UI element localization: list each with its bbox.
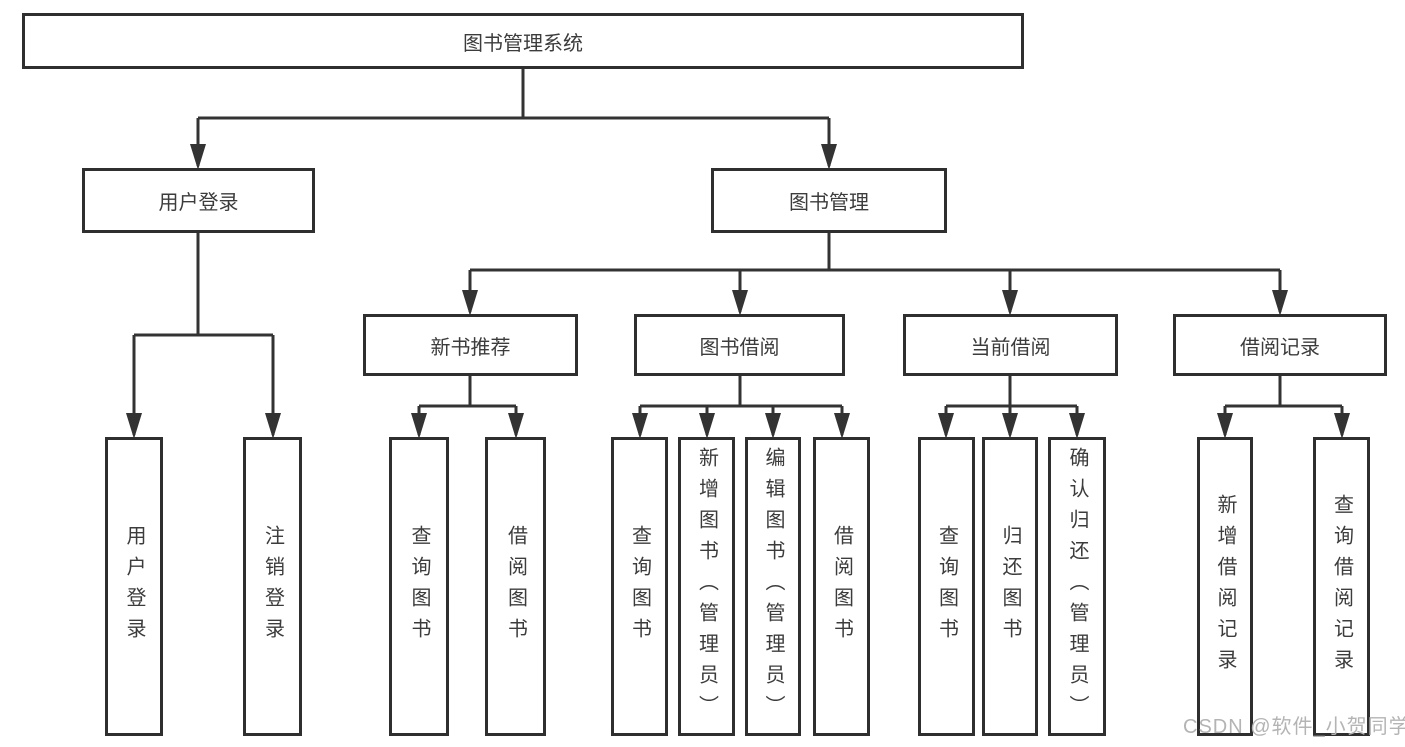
node-book-borrowing: 图书借阅 xyxy=(634,314,845,376)
leaf-query-borrow-record: 查询借阅记录 xyxy=(1313,437,1370,736)
node-label: 借阅图书 xyxy=(504,524,527,649)
node-label: 注销登录 xyxy=(261,524,284,649)
leaf-query-books-borrowing: 查询图书 xyxy=(611,437,668,736)
node-label: 查询图书 xyxy=(628,524,651,649)
leaf-logout: 注销登录 xyxy=(243,437,302,736)
leaf-borrow-books: 借阅图书 xyxy=(813,437,870,736)
leaf-confirm-return-admin: 确认归还（管理员） xyxy=(1048,437,1106,736)
leaf-query-books-current: 查询图书 xyxy=(918,437,975,736)
leaf-edit-book-admin: 编辑图书（管理员） xyxy=(745,437,801,736)
node-label: 查询图书 xyxy=(935,524,958,649)
csdn-watermark: CSDN @软件_小贺同学 xyxy=(1183,716,1405,738)
node-borrowing-records: 借阅记录 xyxy=(1173,314,1387,376)
node-label: 新增图书（管理员） xyxy=(695,447,718,726)
node-label: 图书管理 xyxy=(789,192,869,214)
leaf-return-book: 归还图书 xyxy=(982,437,1038,736)
node-label: 图书借阅 xyxy=(699,336,780,359)
node-current-borrowing: 当前借阅 xyxy=(903,314,1118,376)
leaf-add-book-admin: 新增图书（管理员） xyxy=(678,437,735,736)
node-label: 确认归还（管理员） xyxy=(1066,447,1088,726)
node-label: 借阅记录 xyxy=(1240,336,1320,359)
node-label: 用户登录 xyxy=(123,524,145,649)
node-label: 当前借阅 xyxy=(970,336,1051,359)
node-library-management-system: 图书管理系统 xyxy=(22,13,1024,69)
leaf-add-borrow-record: 新增借阅记录 xyxy=(1197,437,1253,736)
leaf-borrow-books-recommend: 借阅图书 xyxy=(485,437,546,736)
node-label: 查询借阅记录 xyxy=(1330,493,1353,680)
node-label: 编辑图书（管理员） xyxy=(762,447,784,726)
node-new-book-recommendation: 新书推荐 xyxy=(363,314,578,376)
arrowheads xyxy=(126,144,1350,439)
node-label: 用户登录 xyxy=(158,192,239,214)
node-label: 查询图书 xyxy=(408,524,430,649)
leaf-query-books-recommend: 查询图书 xyxy=(389,437,449,736)
leaf-user-login: 用户登录 xyxy=(105,437,163,736)
node-label: 新增借阅记录 xyxy=(1214,493,1236,680)
node-label: 借阅图书 xyxy=(830,524,853,649)
node-user-login: 用户登录 xyxy=(82,168,315,233)
connector-shafts xyxy=(132,69,1344,435)
node-label: 新书推荐 xyxy=(430,336,511,359)
node-book-management: 图书管理 xyxy=(711,168,947,233)
node-label: 图书管理系统 xyxy=(463,32,583,55)
node-label: 归还图书 xyxy=(999,524,1021,649)
